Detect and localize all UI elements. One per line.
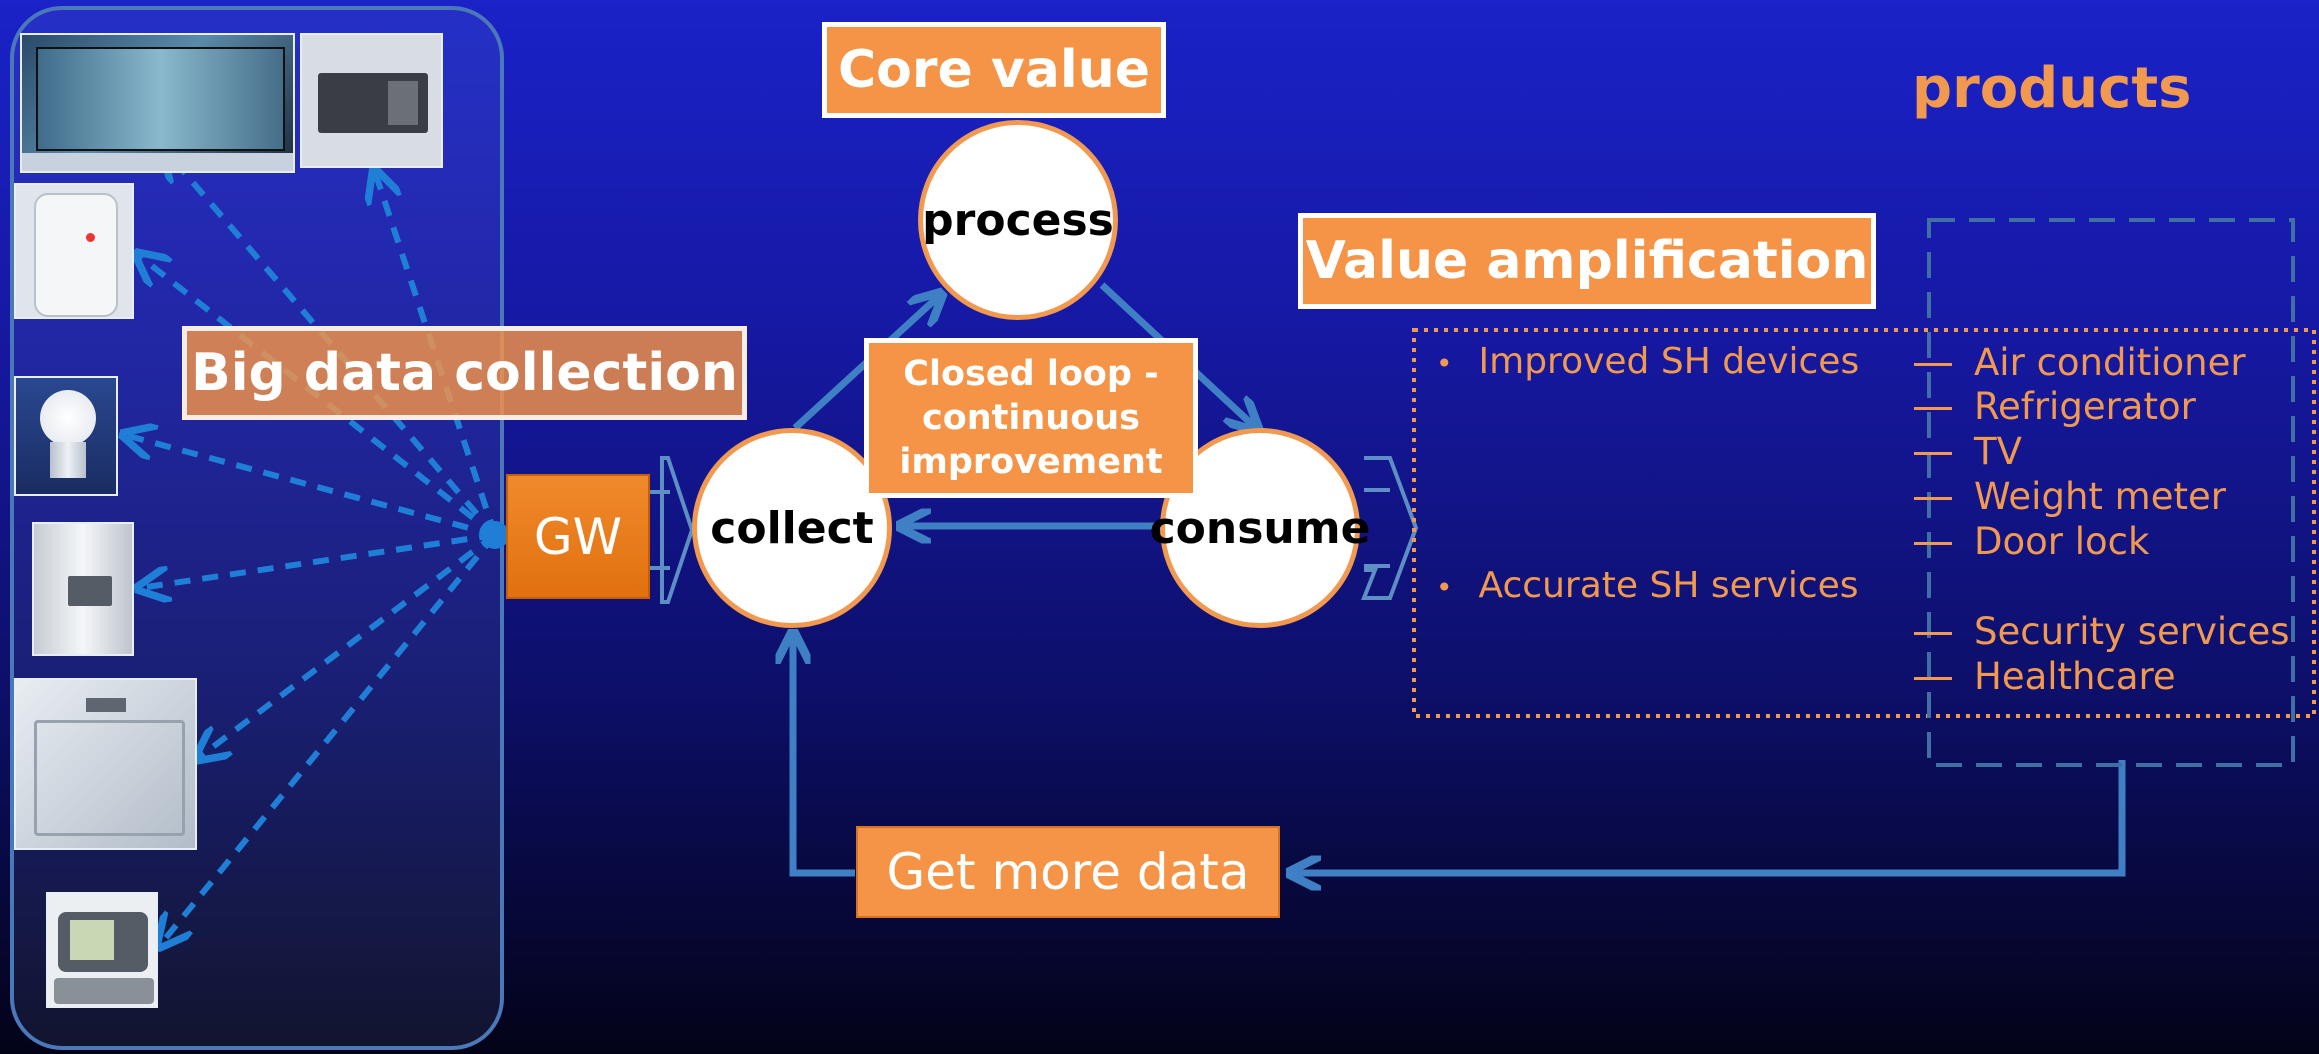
hub-dot (481, 521, 509, 549)
products-heading: products (1912, 56, 2192, 121)
bullet: • (1436, 571, 1453, 604)
product-security-services: Security services (1914, 610, 2290, 653)
value-box (1412, 328, 2316, 718)
consume-node: consume (1150, 428, 1370, 628)
light-bulb-icon (14, 376, 118, 496)
smart-plug-icon (14, 183, 134, 319)
product-healthcare: Healthcare (1914, 655, 2176, 698)
value-item-accurate-services: •Accurate SH services (1436, 565, 1859, 606)
product-tv: TV (1914, 430, 2022, 473)
value-item-improved-devices: •Improved SH devices (1436, 341, 1860, 382)
product-refrigerator: Refrigerator (1914, 385, 2196, 428)
product-door-lock: Door lock (1914, 520, 2149, 563)
closed-loop-label: Closed loop - continuous improvement (864, 338, 1198, 498)
blood-pressure-monitor-icon (46, 892, 158, 1008)
big-data-collection-label: Big data collection (182, 326, 747, 420)
product-air-conditioner: Air conditioner (1914, 341, 2246, 384)
value-amplification-label: Value amplification (1298, 213, 1876, 309)
gw-block-arrow (660, 456, 695, 604)
microwave-icon (300, 33, 443, 168)
core-value-label: Core value (822, 22, 1166, 118)
collect-node: collect (692, 428, 892, 628)
get-more-data-label: Get more data (856, 826, 1280, 918)
smart-tv-icon (20, 33, 295, 173)
device-rays (125, 150, 498, 945)
product-weight-meter: Weight meter (1914, 475, 2226, 518)
consume-block-arrow (1361, 456, 1419, 600)
gw-box: GW (506, 474, 650, 599)
process-node: process (918, 120, 1118, 320)
products-box (1927, 218, 2295, 767)
bullet: • (1436, 347, 1453, 380)
weight-scale-icon (14, 678, 197, 850)
refrigerator-icon (32, 522, 134, 656)
